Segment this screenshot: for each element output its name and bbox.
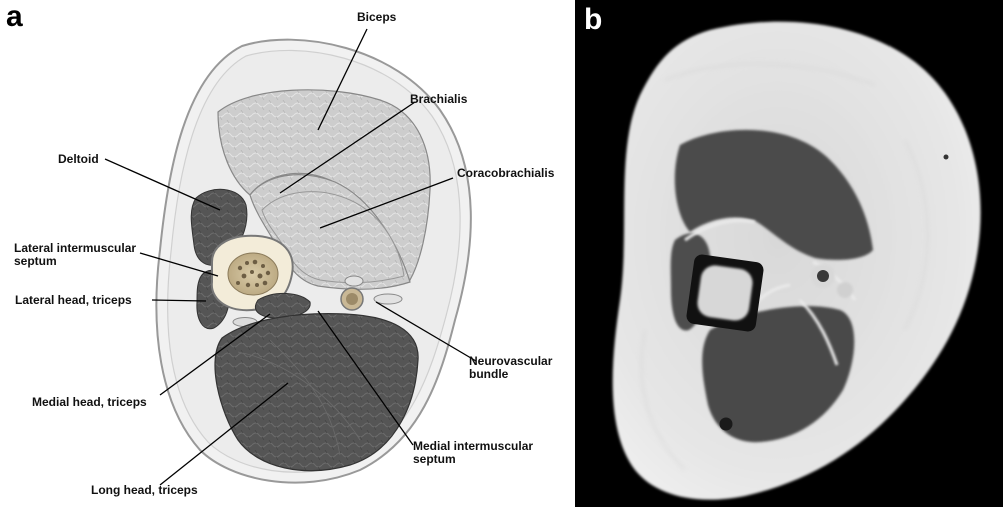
- label-deltoid: Deltoid: [58, 153, 99, 166]
- panel-letter-b: b: [584, 5, 602, 35]
- label-medial-intermuscular-septum: Medial intermuscular septum: [413, 440, 533, 466]
- mri-humerus: [685, 253, 764, 332]
- label-biceps: Biceps: [357, 11, 396, 24]
- mri-small-vessel: [720, 418, 733, 431]
- label-lateral-septum-line2: septum: [14, 255, 136, 268]
- illustration-panel: a Biceps Brachialis Deltoid Coracobrachi…: [0, 0, 575, 507]
- label-long-head-triceps: Long head, triceps: [91, 484, 198, 497]
- label-neurovascular-line2: bundle: [469, 368, 552, 381]
- mri-image: [575, 0, 1003, 507]
- panel-letter-a: a: [6, 2, 23, 32]
- label-coracobrachialis: Coracobrachialis: [457, 167, 554, 180]
- label-lateral-head-triceps: Lateral head, triceps: [15, 294, 132, 307]
- label-medial-head-triceps: Medial head, triceps: [32, 396, 147, 409]
- mri-panel: b: [575, 0, 1003, 507]
- label-neurovascular-bundle: Neurovascular bundle: [469, 355, 552, 381]
- label-brachialis: Brachialis: [410, 93, 467, 106]
- label-medial-septum-line2: septum: [413, 453, 533, 466]
- label-lateral-intermuscular-septum: Lateral intermuscular septum: [14, 242, 136, 268]
